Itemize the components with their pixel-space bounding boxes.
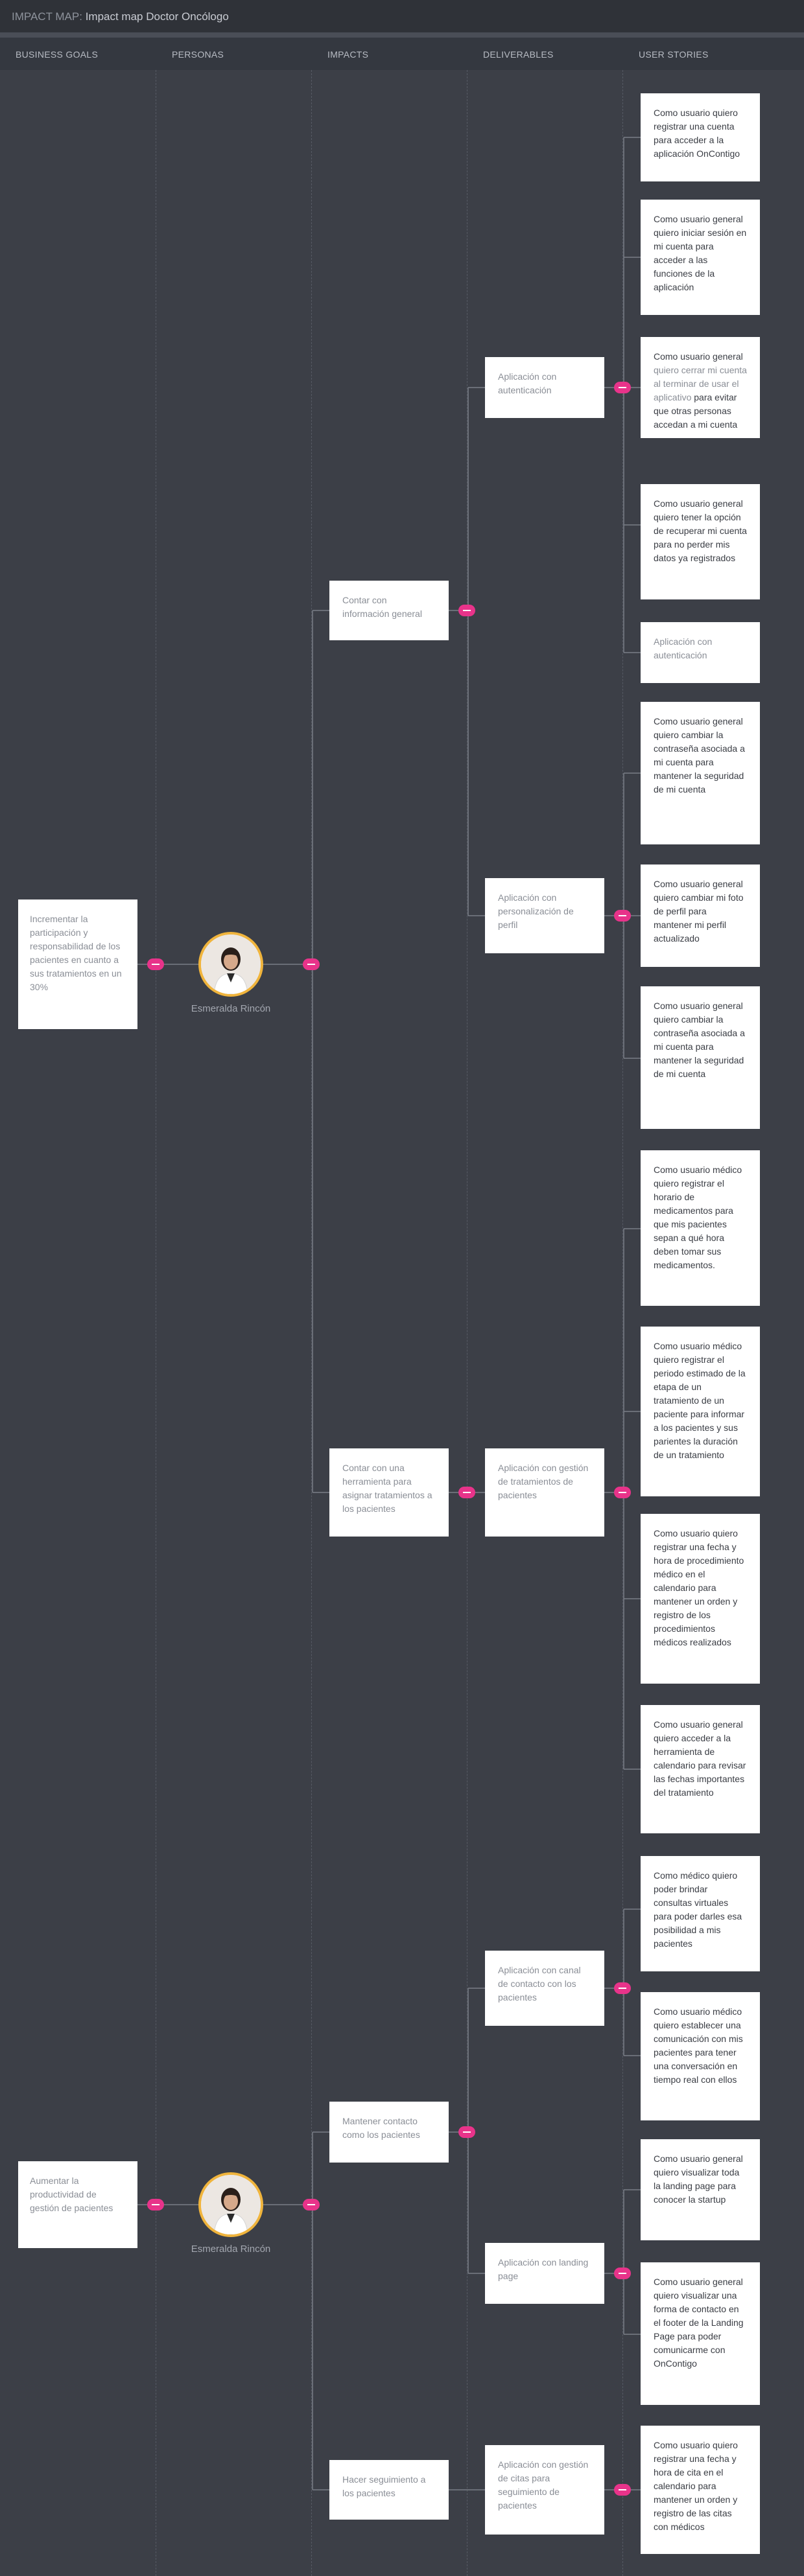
impact-text: Contar con información general — [342, 595, 422, 619]
persona-name: Esmeralda Rincón — [191, 2244, 271, 2255]
user-story-text: Como médico quiero poder brindar consult… — [654, 1870, 742, 1949]
persona-avatar[interactable] — [198, 932, 263, 997]
user-story-text: Como usuario general quiero tener la opc… — [654, 498, 747, 563]
user-story-text: Como usuario general quiero iniciar sesi… — [654, 214, 747, 292]
collapse-toggle[interactable] — [147, 2199, 164, 2210]
page-title-prefix: IMPACT MAP: — [12, 10, 82, 23]
deliverable-card[interactable]: Aplicación con landing page — [485, 2243, 604, 2304]
column-header-user-stories: USER STORIES — [639, 49, 709, 60]
user-story-text: Como usuario médico quiero registrar el … — [654, 1341, 746, 1460]
deliverable-card[interactable]: Aplicación con gestión de tratamientos d… — [485, 1448, 604, 1537]
user-story-card[interactable]: Como usuario quiero registrar una fecha … — [641, 1514, 760, 1684]
deliverable-card[interactable]: Aplicación con canal de contacto con los… — [485, 1951, 604, 2026]
collapse-toggle[interactable] — [614, 2484, 631, 2496]
collapse-toggle[interactable] — [147, 958, 164, 970]
user-story-card[interactable]: Como usuario quiero registrar una fecha … — [641, 2426, 760, 2554]
business-goal-card[interactable]: Aumentar la productividad de gestión de … — [18, 2161, 137, 2248]
user-story-card[interactable]: Como usuario médico quiero registrar el … — [641, 1327, 760, 1496]
header-divider — [0, 32, 804, 38]
persona-avatar[interactable] — [198, 2172, 263, 2237]
user-story-text: Como usuario general quiero cambiar la c… — [654, 1001, 745, 1079]
impact-text: Hacer seguimiento a los pacientes — [342, 2474, 426, 2498]
business-goal-card[interactable]: Incrementar la participación y responsab… — [18, 899, 137, 1029]
user-story-text-highlight: quiero cerrar mi cuenta al terminar de u… — [654, 365, 747, 402]
user-story-card[interactable]: Como usuario general quiero visualizar t… — [641, 2139, 760, 2240]
deliverable-text: Aplicación con gestión de tratamientos d… — [498, 1463, 589, 1500]
user-story-text: Como usuario general quiero visualizar u… — [654, 2277, 744, 2369]
page-title-text: Impact map Doctor Oncólogo — [85, 10, 229, 23]
user-story-card[interactable]: Como usuario general quiero cambiar mi f… — [641, 864, 760, 967]
user-story-card[interactable]: Como usuario médico quiero establecer un… — [641, 1992, 760, 2120]
user-story-text: para evitar que otras personas accedan a… — [654, 392, 738, 430]
user-story-text: Como usuario quiero registrar una cuenta… — [654, 108, 740, 159]
column-headers: BUSINESS GOALS PERSONAS IMPACTS DELIVERA… — [0, 38, 804, 70]
impact-card[interactable]: Mantener contacto como los pacientes — [329, 2102, 449, 2163]
persona-name: Esmeralda Rincón — [191, 1003, 271, 1014]
column-header-personas: PERSONAS — [172, 49, 224, 60]
user-story-card[interactable]: Como usuario general quiero acceder a la… — [641, 1705, 760, 1833]
user-story-text: Como usuario médico quiero registrar el … — [654, 1165, 742, 1270]
user-story-text: Como usuario general quiero cambiar la c… — [654, 716, 745, 795]
user-story-text: Aplicación con autenticación — [654, 636, 713, 660]
collapse-toggle[interactable] — [458, 2126, 475, 2138]
doctor-avatar-icon — [201, 2175, 261, 2234]
deliverable-card[interactable]: Aplicación con autenticación — [485, 357, 604, 418]
user-story-card[interactable]: Como usuario general quiero tener la opc… — [641, 484, 760, 599]
user-story-card[interactable]: Como usuario general quiero cambiar la c… — [641, 702, 760, 844]
user-story-card[interactable]: Como usuario médico quiero registrar el … — [641, 1150, 760, 1306]
impact-card[interactable]: Hacer seguimiento a los pacientes — [329, 2460, 449, 2520]
impact-card[interactable]: Contar con una herramienta para asignar … — [329, 1448, 449, 1537]
user-story-card[interactable]: Como usuario general quiero visualizar u… — [641, 2262, 760, 2405]
top-bar: IMPACT MAP: Impact map Doctor Oncólogo — [0, 0, 804, 32]
collapse-toggle[interactable] — [458, 1487, 475, 1498]
column-header-business-goals: BUSINESS GOALS — [16, 49, 99, 60]
user-story-card[interactable]: Como usuario quiero registrar una cuenta… — [641, 93, 760, 181]
deliverable-text: Aplicación con autenticación — [498, 371, 557, 395]
column-header-deliverables: DELIVERABLES — [483, 49, 554, 60]
doctor-avatar-icon — [201, 934, 261, 994]
user-story-card[interactable]: Como usuario general quiero cambiar la c… — [641, 986, 760, 1129]
user-story-card[interactable]: Como usuario general quiero iniciar sesi… — [641, 200, 760, 315]
deliverable-card[interactable]: Aplicación con gestión de citas para seg… — [485, 2445, 604, 2535]
page-title: IMPACT MAP: Impact map Doctor Oncólogo — [12, 10, 229, 23]
deliverable-text: Aplicación con gestión de citas para seg… — [498, 2459, 589, 2511]
user-story-text: Como usuario médico quiero establecer un… — [654, 2006, 743, 2085]
user-story-text: Como usuario general quiero acceder a la… — [654, 1719, 746, 1798]
deliverable-text: Aplicación con canal de contacto con los… — [498, 1965, 581, 2002]
collapse-toggle[interactable] — [303, 2199, 320, 2210]
impact-text: Contar con una herramienta para asignar … — [342, 1463, 432, 1514]
user-story-text: Como usuario general quiero cambiar mi f… — [654, 879, 744, 944]
collapse-toggle[interactable] — [614, 382, 631, 393]
collapse-toggle[interactable] — [614, 2268, 631, 2279]
user-story-card[interactable]: Como médico quiero poder brindar consult… — [641, 1856, 760, 1971]
deliverable-card[interactable]: Aplicación con personalización de perfil — [485, 878, 604, 953]
user-story-text: Como usuario general — [654, 351, 743, 362]
deliverable-text: Aplicación con landing page — [498, 2257, 589, 2281]
impact-text: Mantener contacto como los pacientes — [342, 2116, 420, 2140]
column-divider — [311, 70, 312, 2576]
user-story-text: Como usuario quiero registrar una fecha … — [654, 2440, 738, 2532]
collapse-toggle[interactable] — [614, 1982, 631, 1994]
user-story-text: Como usuario quiero registrar una fecha … — [654, 1528, 744, 1647]
collapse-toggle[interactable] — [614, 910, 631, 922]
deliverable-text: Aplicación con personalización de perfil — [498, 892, 574, 930]
impact-card[interactable]: Contar con información general — [329, 581, 449, 640]
collapse-toggle[interactable] — [303, 958, 320, 970]
user-story-card[interactable]: Como usuario general quiero cerrar mi cu… — [641, 337, 760, 438]
collapse-toggle[interactable] — [614, 1487, 631, 1498]
user-story-card[interactable]: Aplicación con autenticación — [641, 622, 760, 683]
business-goal-text: Incrementar la participación y responsab… — [30, 914, 122, 992]
user-story-text: Como usuario general quiero visualizar t… — [654, 2153, 743, 2205]
business-goal-text: Aumentar la productividad de gestión de … — [30, 2176, 113, 2213]
collapse-toggle[interactable] — [458, 605, 475, 616]
column-divider — [622, 70, 623, 2576]
column-header-impacts: IMPACTS — [327, 49, 369, 60]
